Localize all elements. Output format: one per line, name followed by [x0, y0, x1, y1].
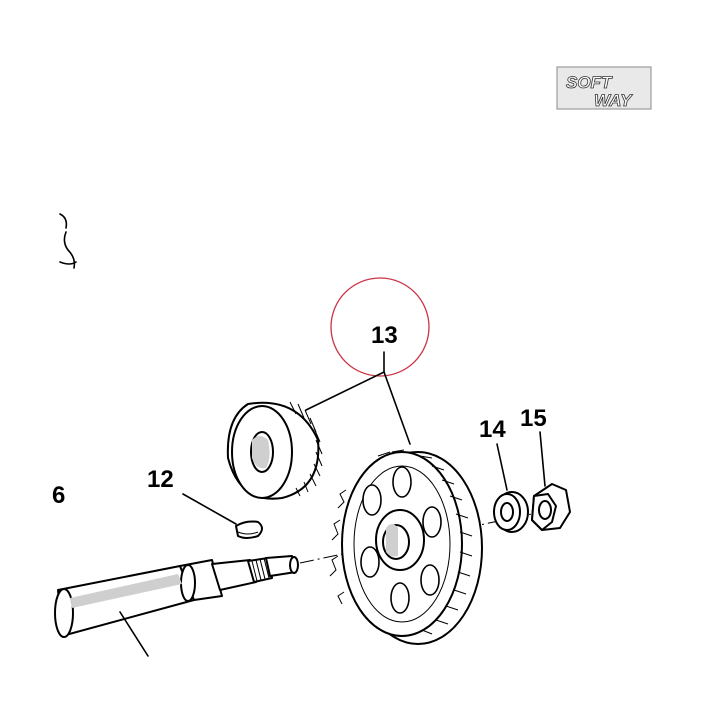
callout-partial: 6 — [52, 482, 65, 509]
softway-logo: SOFT WAY — [556, 66, 652, 110]
callout-13: 13 — [371, 322, 398, 349]
large-pulley — [329, 449, 483, 645]
callout-15: 15 — [520, 405, 547, 432]
woodruff-key — [235, 520, 263, 539]
logo-text-top: SOFT — [566, 73, 613, 92]
nut — [531, 483, 571, 531]
washer — [493, 491, 529, 533]
callout-14: 14 — [479, 416, 506, 443]
shaft — [54, 555, 299, 657]
partial-component-left — [59, 213, 77, 269]
leader-lines — [182, 351, 546, 525]
callout-12: 12 — [147, 466, 174, 493]
logo-text-bottom: WAY — [594, 91, 633, 110]
small-pulley — [226, 401, 323, 500]
highlight-circle — [330, 277, 430, 377]
